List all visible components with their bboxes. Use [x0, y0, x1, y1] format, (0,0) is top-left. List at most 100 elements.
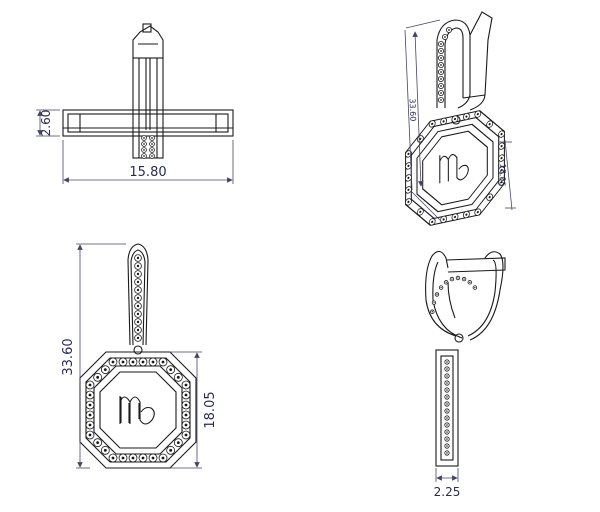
gem-center [141, 456, 145, 460]
gem-center [88, 403, 92, 407]
gem-center [161, 360, 165, 364]
gem-center [88, 383, 92, 387]
gem-center [440, 78, 442, 80]
gem-center [446, 382, 448, 384]
gem-center [136, 304, 140, 308]
gem-center [440, 64, 442, 66]
gem-center [448, 29, 450, 31]
gem-center [169, 448, 173, 452]
gem-center [446, 403, 448, 405]
gem-center [136, 312, 140, 316]
gem-center [143, 149, 145, 151]
gem-center [151, 360, 155, 364]
iso-view-total-height-label: 33.60 [408, 98, 418, 121]
gem-center [407, 176, 410, 180]
gem-center [141, 360, 145, 364]
gem-center [151, 155, 153, 157]
gem-center [184, 423, 188, 427]
gem-center [407, 188, 410, 192]
gem-center [451, 278, 453, 280]
gem-center [131, 360, 135, 364]
gem-center [143, 137, 145, 139]
gem-center [111, 456, 115, 460]
gem-center [446, 452, 448, 454]
gem-center [121, 360, 125, 364]
gem-center [488, 195, 491, 199]
gem-center [103, 448, 107, 452]
top-view-width-label: 15.80 [129, 165, 166, 180]
gem-center [96, 441, 100, 445]
gem-center [446, 410, 448, 412]
gem-center [440, 286, 442, 289]
gem-center [446, 445, 448, 447]
gem-center [136, 320, 140, 324]
gem-center [465, 213, 468, 216]
gem-center [446, 431, 448, 433]
gem-center [442, 120, 445, 123]
gem-center [446, 396, 448, 398]
gem-center [431, 220, 434, 223]
gem-center [88, 423, 92, 427]
gem-center [446, 417, 448, 419]
gem-center [440, 57, 442, 59]
gem-center [184, 383, 188, 387]
gem-center [407, 200, 410, 204]
gem-center [143, 143, 145, 145]
gem-center [440, 50, 442, 52]
gem-center [469, 281, 471, 283]
side-view: 2.25 [425, 250, 506, 499]
gem-center [433, 302, 435, 304]
gem-center [136, 280, 140, 284]
gem-center [121, 456, 125, 460]
gem-center [184, 413, 188, 417]
gem-center [136, 328, 140, 332]
front-view-total-height-label: 33.60 [61, 338, 76, 375]
gem-center [143, 155, 145, 157]
iso-view-charm-height-label: 18.05 [498, 163, 508, 186]
gem-center [446, 389, 448, 391]
gem-center [431, 122, 434, 125]
gem-center [407, 152, 410, 156]
top-view-height-label: 2.60 [39, 110, 53, 137]
gem-center [446, 424, 448, 426]
gem-center [136, 256, 140, 260]
front-view: 33.60 18.05 [61, 243, 218, 469]
gem-center [88, 413, 92, 417]
gem-center [419, 210, 422, 214]
gem-center [161, 456, 165, 460]
gem-center [463, 278, 465, 280]
gem-center [184, 403, 188, 407]
gem-center [436, 293, 438, 296]
gem-center [407, 164, 410, 168]
gem-center [446, 361, 448, 363]
gem-center [446, 368, 448, 370]
gem-center [453, 215, 457, 219]
gem-center [442, 218, 445, 221]
gem-center [474, 286, 476, 289]
gem-center [176, 441, 180, 445]
gem-center [88, 393, 92, 397]
gem-center [444, 36, 446, 38]
gem-center [476, 211, 479, 214]
gem-center [440, 92, 442, 94]
gem-center [136, 272, 140, 276]
gem-center [88, 433, 92, 437]
gem-center [476, 113, 479, 116]
gem-center [457, 277, 459, 279]
gem-center [176, 375, 180, 379]
gem-center [131, 456, 135, 460]
gem-center [465, 115, 468, 118]
gem-center [169, 368, 173, 372]
gem-center [103, 368, 107, 372]
gem-center [151, 456, 155, 460]
gem-center [136, 264, 140, 268]
gem-center [136, 288, 140, 292]
gem-center [500, 144, 503, 148]
gem-center [446, 438, 448, 440]
gem-center [500, 156, 503, 160]
gem-center [184, 393, 188, 397]
gem-center [440, 43, 442, 45]
isometric-view: 33.60 18.05 [404, 11, 516, 226]
